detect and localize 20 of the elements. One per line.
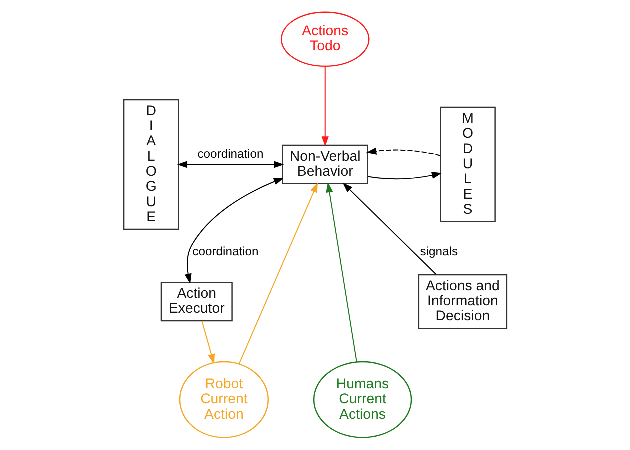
arrow <box>366 148 440 156</box>
arrow <box>176 161 284 168</box>
arrow <box>238 182 318 364</box>
edge-label: coordination <box>192 244 258 258</box>
node-box: Actions and Information Decision <box>418 274 508 330</box>
arrow <box>326 182 357 362</box>
node-box: Non-Verbal Behavior <box>282 144 368 185</box>
node-box: MODULES <box>440 106 496 222</box>
arrow <box>184 178 284 284</box>
edge-label: signals <box>420 244 458 258</box>
node-ellipse: Actions Todo <box>280 12 370 68</box>
node-ellipse: Robot Current Action <box>178 361 268 438</box>
arrow <box>201 321 215 364</box>
node-box: DIALOGUE <box>122 99 179 230</box>
arrow <box>342 182 436 275</box>
edge-label: coordination <box>197 147 264 162</box>
node-box: Action Executor <box>160 282 232 322</box>
node-ellipse: Humans Current Actions <box>312 361 412 438</box>
arrow <box>321 66 328 147</box>
arrow <box>367 172 442 180</box>
